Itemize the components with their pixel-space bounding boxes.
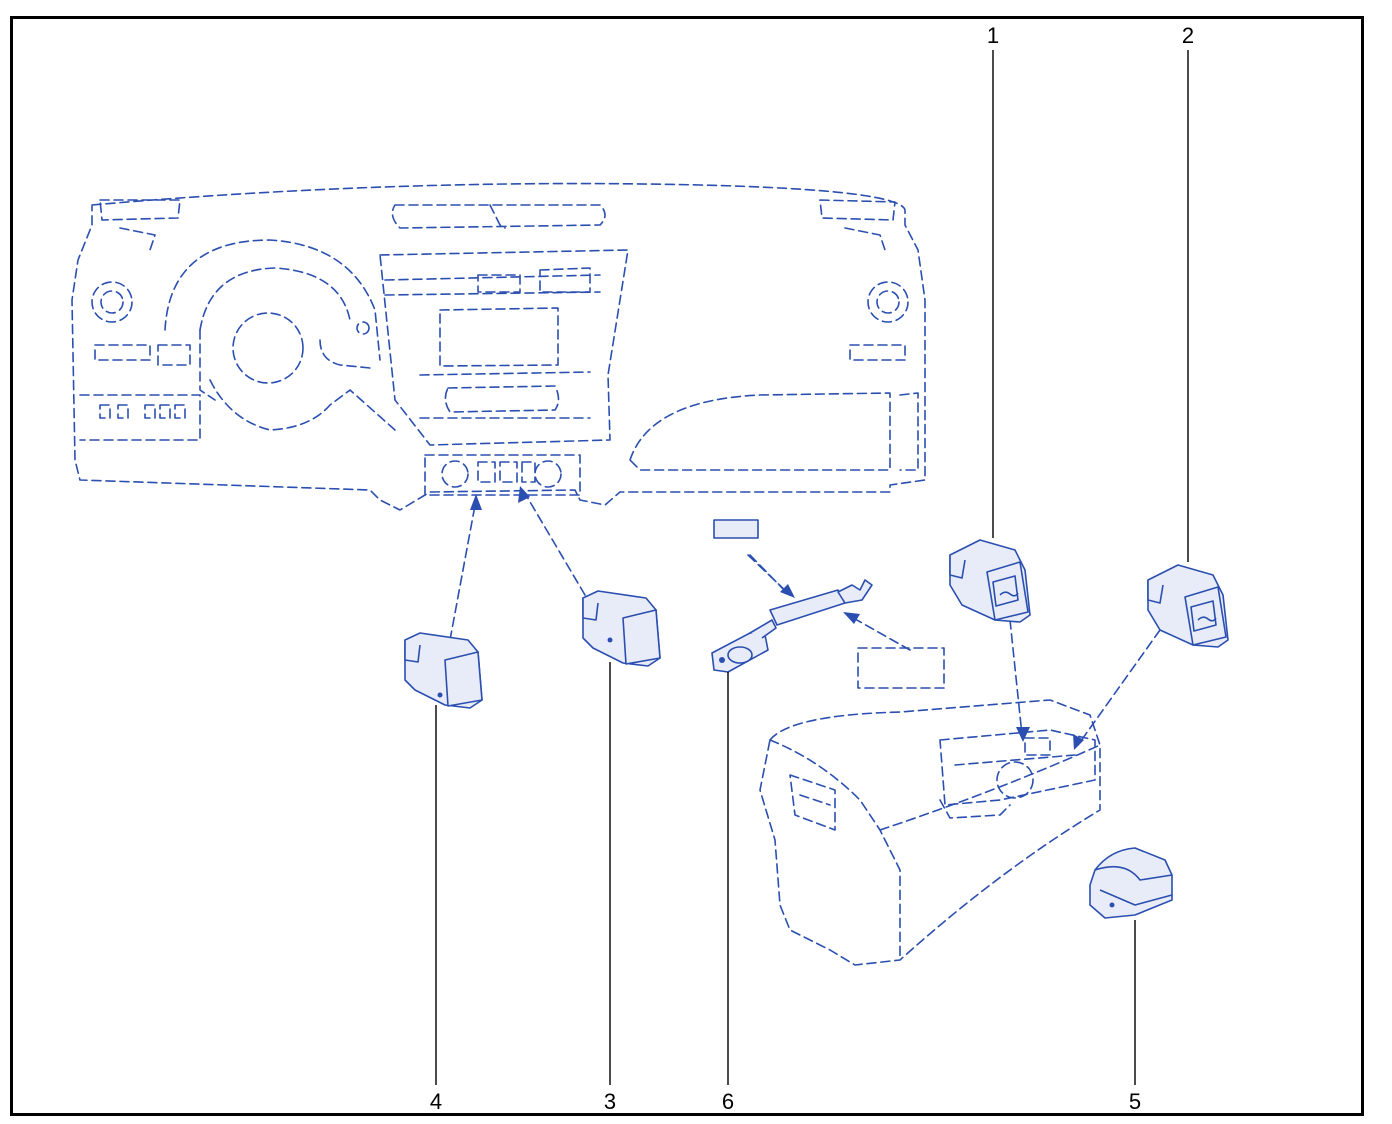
switch-2-part [1147,564,1229,648]
diagram-border [10,16,1364,1116]
switch-parts [404,519,1229,919]
arrowheads [470,486,1084,750]
switch-4-part [404,632,483,709]
callout-1: 1 [986,23,1000,48]
callout-6: 6 [721,1089,735,1114]
callout-3: 3 [603,1089,617,1114]
dashboard-outline [71,182,1161,966]
switch-6-part [711,519,873,673]
callout-leaders [435,50,1189,1085]
switch-3-part [582,590,661,667]
callout-4: 4 [429,1089,443,1114]
switch-5-part [1089,847,1173,919]
callout-2: 2 [1181,23,1195,48]
switch-1-part [949,539,1031,623]
callout-5: 5 [1128,1089,1142,1114]
